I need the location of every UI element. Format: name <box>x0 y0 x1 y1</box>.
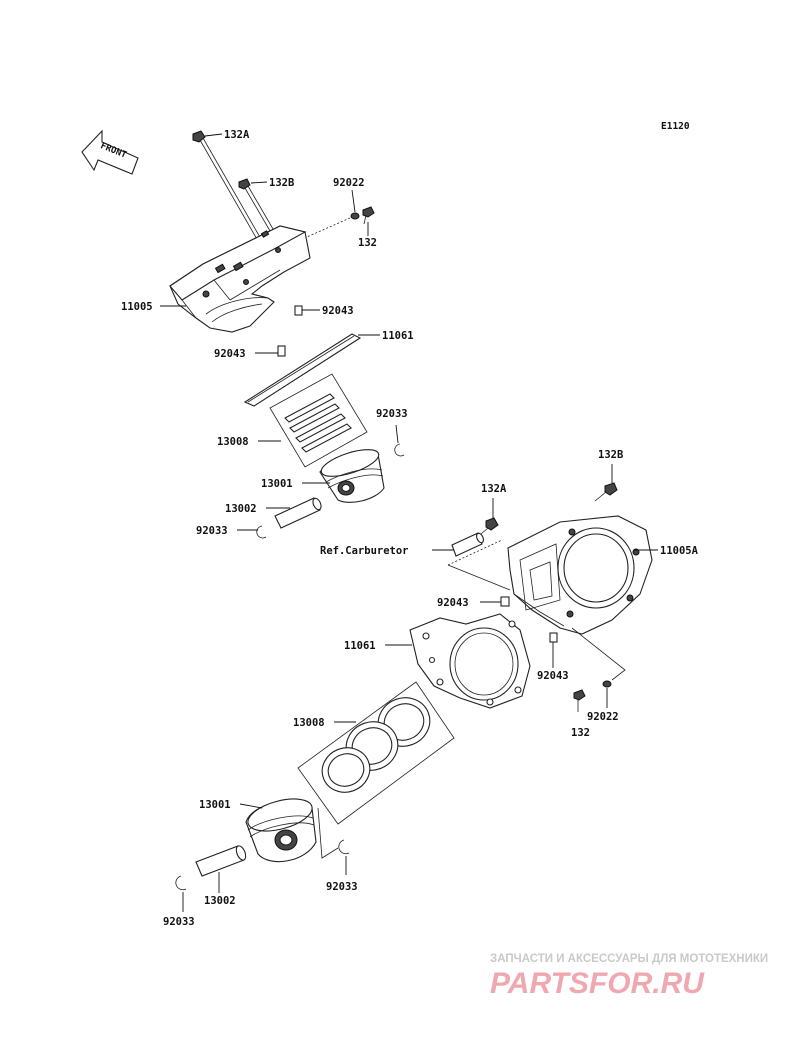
bolt-132-front <box>362 206 375 225</box>
piston-pin-13002-front <box>274 497 322 529</box>
label-132-rear: 132 <box>571 727 590 739</box>
bolt-132a-front <box>192 130 266 249</box>
diagram-code: E1120 <box>661 121 690 132</box>
dowel-92043-rear-left <box>500 596 510 607</box>
front-arrow-icon: FRONT <box>81 129 139 175</box>
cylinder-11005a <box>507 515 653 635</box>
gasket-11061-front <box>243 333 362 407</box>
label-92022-rear: 92022 <box>587 711 619 723</box>
label-132a-front: 132A <box>224 129 250 141</box>
label-92043-rear-left: 92043 <box>437 597 469 609</box>
label-132b-front: 132B <box>269 177 294 189</box>
label-13008-rear: 13008 <box>293 717 325 729</box>
piston-13001-front <box>319 449 385 503</box>
label-92033-rear-left: 92033 <box>163 916 195 928</box>
piston-pin-13002-rear <box>195 845 247 877</box>
bolt-132b-rear <box>594 482 618 502</box>
label-ref-carburetor[interactable]: Ref.Carburetor <box>320 545 409 557</box>
label-92043-front-left: 92043 <box>214 348 246 360</box>
label-11061-front: 11061 <box>382 330 414 342</box>
label-92033-front-right: 92033 <box>376 408 408 420</box>
piston-rings-13008-front <box>269 373 368 468</box>
label-13001-rear: 13001 <box>199 799 231 811</box>
piston-13001-rear <box>245 798 317 863</box>
carburetor-joint <box>451 532 484 557</box>
bolt-132a-rear <box>480 517 499 535</box>
label-92033-front-left: 92033 <box>196 525 228 537</box>
dowel-92043-rear-right <box>549 632 558 643</box>
clip-92033-rear-right <box>338 839 350 855</box>
watermark-tagline: ЗАПЧАСТИ И АКСЕССУАРЫ ДЛЯ МОТОТЕХНИКИ <box>490 953 768 965</box>
clip-92033-rear-left <box>175 875 187 891</box>
label-13008-front: 13008 <box>217 436 249 448</box>
gasket-11061-rear <box>409 613 531 709</box>
dowel-92043-front-left <box>277 345 286 357</box>
label-11005a: 11005A <box>660 545 699 557</box>
label-132a-rear: 132A <box>481 483 507 495</box>
label-132-front: 132 <box>358 237 377 249</box>
label-92022-front: 92022 <box>333 177 365 189</box>
dowel-92043-front-right <box>294 305 303 316</box>
piston-rings-13008-rear <box>297 681 455 825</box>
label-13002-rear: 13002 <box>204 895 236 907</box>
washer-92022-rear <box>602 680 612 688</box>
label-11061-rear: 11061 <box>344 640 376 652</box>
clip-92033-front-left <box>256 525 267 539</box>
label-13002-front: 13002 <box>225 503 257 515</box>
label-11005: 11005 <box>121 301 153 313</box>
watermark-logo: PARTSFOR.RU <box>490 967 705 1000</box>
clip-92033-front-right <box>394 443 405 457</box>
label-92033-rear-right: 92033 <box>326 881 358 893</box>
label-132b-rear: 132B <box>598 449 623 461</box>
bolt-132-rear <box>573 689 586 712</box>
cylinder-11005 <box>169 225 311 333</box>
washer-92022-front <box>350 212 360 220</box>
label-92043-front-right: 92043 <box>322 305 354 317</box>
label-13001-front: 13001 <box>261 478 293 490</box>
label-92043-rear-right: 92043 <box>537 670 569 682</box>
